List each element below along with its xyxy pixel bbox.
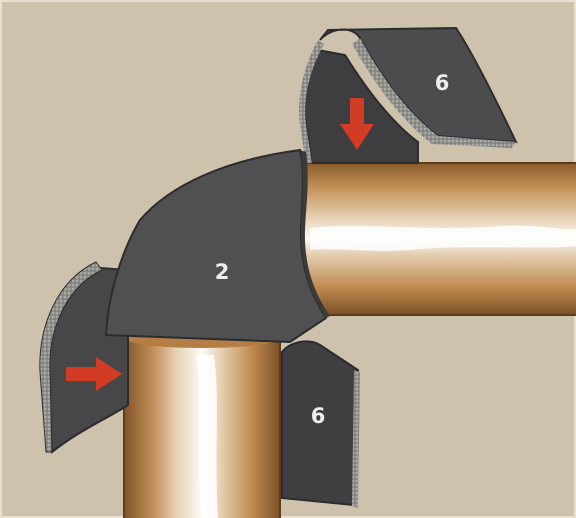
- lower-insulation-sleeve: 6: [282, 341, 360, 508]
- label-lower-sleeve: 6: [311, 404, 326, 428]
- label-top-sleeve: 6: [435, 71, 450, 95]
- label-elbow-piece: 2: [215, 260, 230, 284]
- vertical-pipe: [124, 328, 280, 518]
- horizontal-pipe: [292, 163, 576, 315]
